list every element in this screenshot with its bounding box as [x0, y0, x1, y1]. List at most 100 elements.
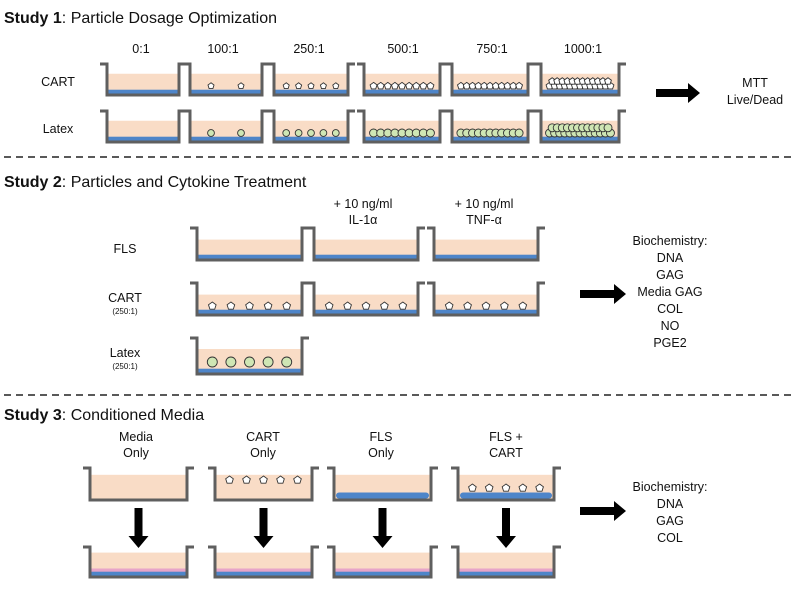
cell-monolayer: [365, 136, 439, 141]
cart-particle: [463, 301, 472, 310]
latex-particle: [281, 356, 293, 368]
cart-particle: [237, 82, 245, 90]
well-wall: [267, 109, 355, 144]
well-wall: [534, 109, 626, 144]
culture-well: [208, 466, 319, 502]
study1-title: Study 1: Particle Dosage Optimization: [4, 10, 277, 27]
latex-particle: [225, 356, 237, 368]
cart-particle: [419, 81, 428, 90]
culture-well: [267, 109, 355, 144]
wells-and-arrows: [83, 62, 700, 579]
conditioned-media-layer: [91, 568, 186, 573]
down-arrow: [253, 508, 274, 548]
well-wall: [327, 466, 438, 502]
cell-monolayer: [275, 89, 347, 94]
well-wall: [427, 281, 545, 317]
well-wall: [183, 62, 269, 97]
fls-monolayer: [336, 492, 429, 499]
outcome-title: Biochemistry:: [632, 234, 707, 248]
cart-particle: [282, 301, 292, 310]
cart-particle: [226, 301, 236, 310]
row-label-latex: Latex: [110, 346, 141, 360]
condition-header: Only: [250, 446, 276, 460]
right-arrow: [656, 83, 700, 103]
well-wall: [190, 226, 309, 262]
latex-particle: [514, 128, 524, 138]
well-wall: [327, 545, 438, 579]
culture-well: [83, 466, 194, 502]
cart-particle: [501, 483, 511, 492]
outcome-item: COL: [657, 302, 683, 316]
cart-particle: [518, 301, 528, 310]
outcome-item: GAG: [656, 514, 684, 528]
ratio-header: 500:1: [387, 42, 418, 56]
cell-monolayer: [542, 89, 618, 94]
well-wall: [100, 62, 186, 97]
cell-monolayer: [275, 136, 347, 141]
cell-monolayer: [335, 571, 430, 576]
cart-particle: [295, 82, 303, 90]
row-label-cart: CART: [108, 291, 142, 305]
fls-monolayer: [460, 492, 552, 499]
well-wall: [307, 281, 425, 317]
ratio-header: 750:1: [476, 42, 507, 56]
cell-monolayer: [459, 571, 553, 576]
cell-monolayer: [108, 89, 178, 94]
culture-well: [190, 281, 309, 317]
cart-particle: [282, 82, 290, 90]
well-wall: [307, 226, 425, 262]
latex-particle: [282, 129, 291, 137]
ratio-header: 0:1: [132, 42, 149, 56]
conditioned-media-layer: [335, 568, 430, 573]
culture-well: [190, 336, 309, 376]
culture-well: [183, 109, 269, 144]
cart-particle: [481, 301, 491, 310]
culture-media: [435, 239, 537, 259]
culture-media: [108, 73, 178, 94]
culture-well: [307, 226, 425, 262]
outcome-item: NO: [661, 319, 680, 333]
latex-particle: [262, 356, 274, 368]
treatment-header-il1a: + 10 ng/ml: [334, 197, 393, 211]
culture-well: [451, 545, 561, 579]
cart-particle: [332, 82, 340, 90]
latex-particle: [603, 123, 613, 133]
culture-media: [315, 239, 417, 259]
cart-particle: [398, 81, 406, 90]
condition-header: FLS: [370, 430, 393, 444]
cart-particle: [263, 301, 273, 310]
well-wall: [190, 281, 309, 317]
cell-monolayer: [435, 309, 537, 314]
treatment-header-tnfa: TNF-α: [466, 213, 502, 227]
culture-well: [208, 545, 319, 579]
cart-particle: [307, 82, 315, 90]
cart-particle: [390, 81, 399, 90]
cart-particle: [225, 475, 234, 484]
cart-particle: [468, 483, 477, 492]
latex-particle: [331, 129, 340, 137]
well-wall: [451, 545, 561, 579]
cart-particle: [319, 82, 327, 90]
condition-header: FLS +: [489, 430, 523, 444]
study3-title: Study 3: Conditioned Media: [4, 407, 204, 424]
treatment-header-tnfa: + 10 ng/ml: [455, 197, 514, 211]
well-wall: [357, 62, 447, 97]
row-sublabel-latex: (250:1): [112, 362, 138, 371]
well-wall: [267, 62, 355, 97]
latex-particle: [244, 356, 255, 368]
ratio-header: 250:1: [293, 42, 324, 56]
cart-particle: [405, 81, 414, 90]
well-wall: [357, 109, 447, 144]
cart-particle: [535, 483, 544, 492]
cart-particle: [515, 81, 524, 90]
cart-particle: [369, 81, 378, 90]
culture-media: [216, 474, 311, 499]
cart-particle: [518, 483, 528, 492]
latex-particle: [307, 129, 315, 137]
well-wall: [208, 545, 319, 579]
culture-well: [445, 62, 535, 97]
cart-particle: [207, 82, 215, 90]
outcome-item: DNA: [657, 497, 684, 511]
cell-monolayer: [198, 309, 301, 314]
